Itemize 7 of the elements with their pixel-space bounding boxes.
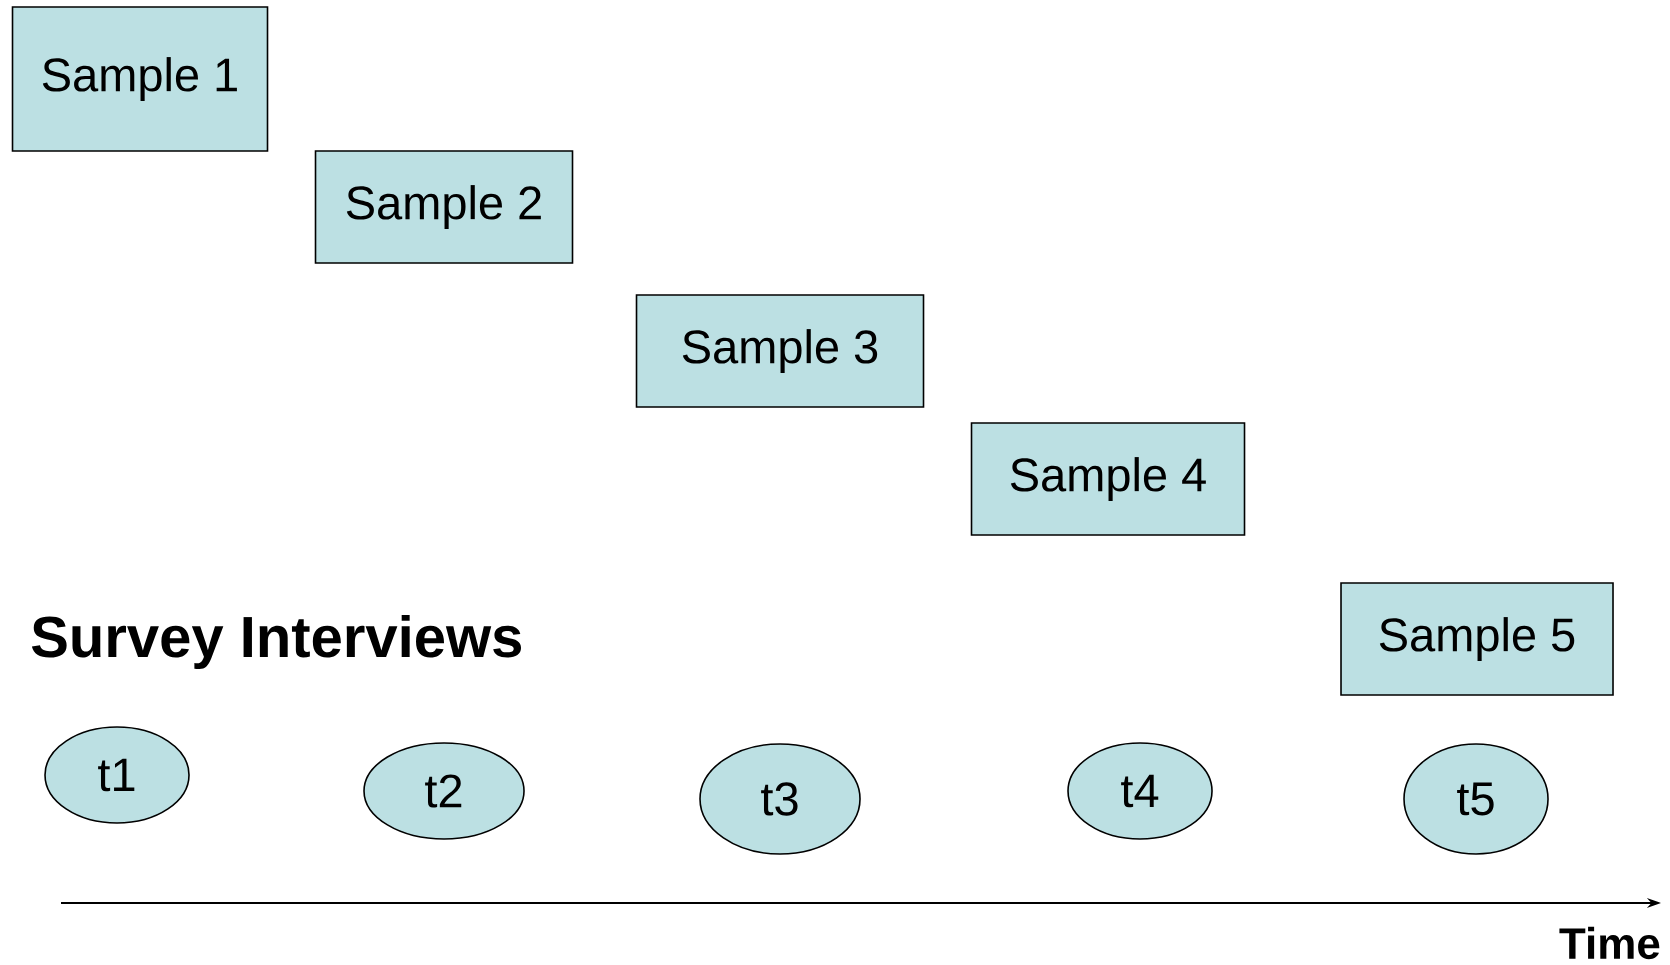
sample-box: Sample 4 [970, 422, 1246, 536]
section-heading: Survey Interviews [31, 614, 521, 669]
axis-label: Time [1559, 926, 1660, 960]
sample-box: Sample 5 [1340, 582, 1614, 696]
sample-box: Sample 1 [11, 6, 269, 152]
sample-box: Sample 3 [635, 294, 925, 408]
sample-box: Sample 2 [314, 150, 574, 264]
